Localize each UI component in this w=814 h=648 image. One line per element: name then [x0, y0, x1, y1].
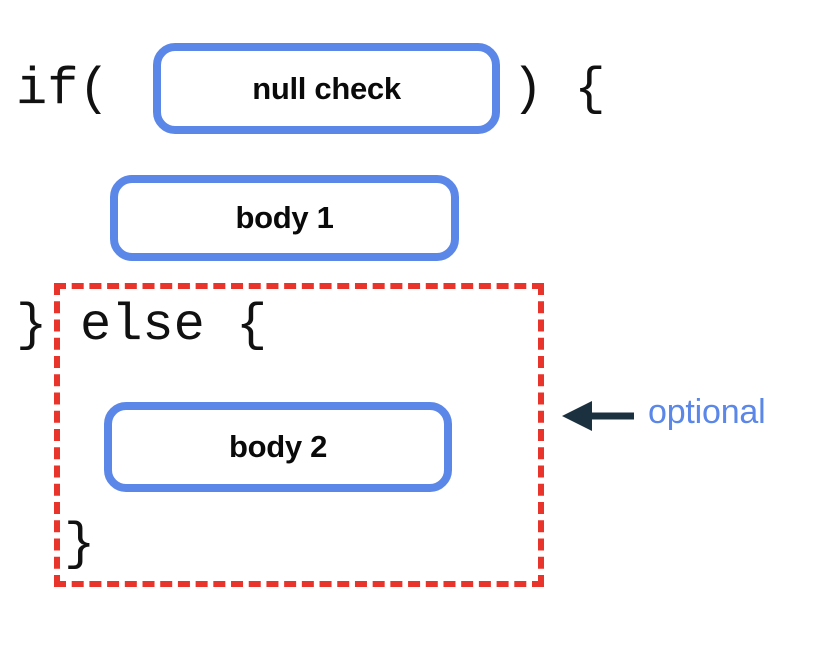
code-close-brace-if: }: [16, 296, 48, 355]
box-body-2[interactable]: body 2: [104, 402, 452, 492]
code-if-open: if(: [16, 60, 110, 119]
box-body-1-label: body 1: [235, 200, 334, 235]
box-null-check[interactable]: null check: [153, 43, 500, 134]
arrow-left-icon: [562, 401, 634, 431]
optional-annotation-label: optional: [648, 393, 766, 431]
code-if-close: ) {: [512, 60, 606, 119]
code-close-brace-else: }: [64, 515, 96, 574]
box-body-2-label: body 2: [228, 429, 328, 464]
box-null-check-label: null check: [252, 70, 401, 106]
box-body-1[interactable]: body 1: [110, 175, 459, 261]
code-else-keyword: else {: [80, 296, 268, 355]
